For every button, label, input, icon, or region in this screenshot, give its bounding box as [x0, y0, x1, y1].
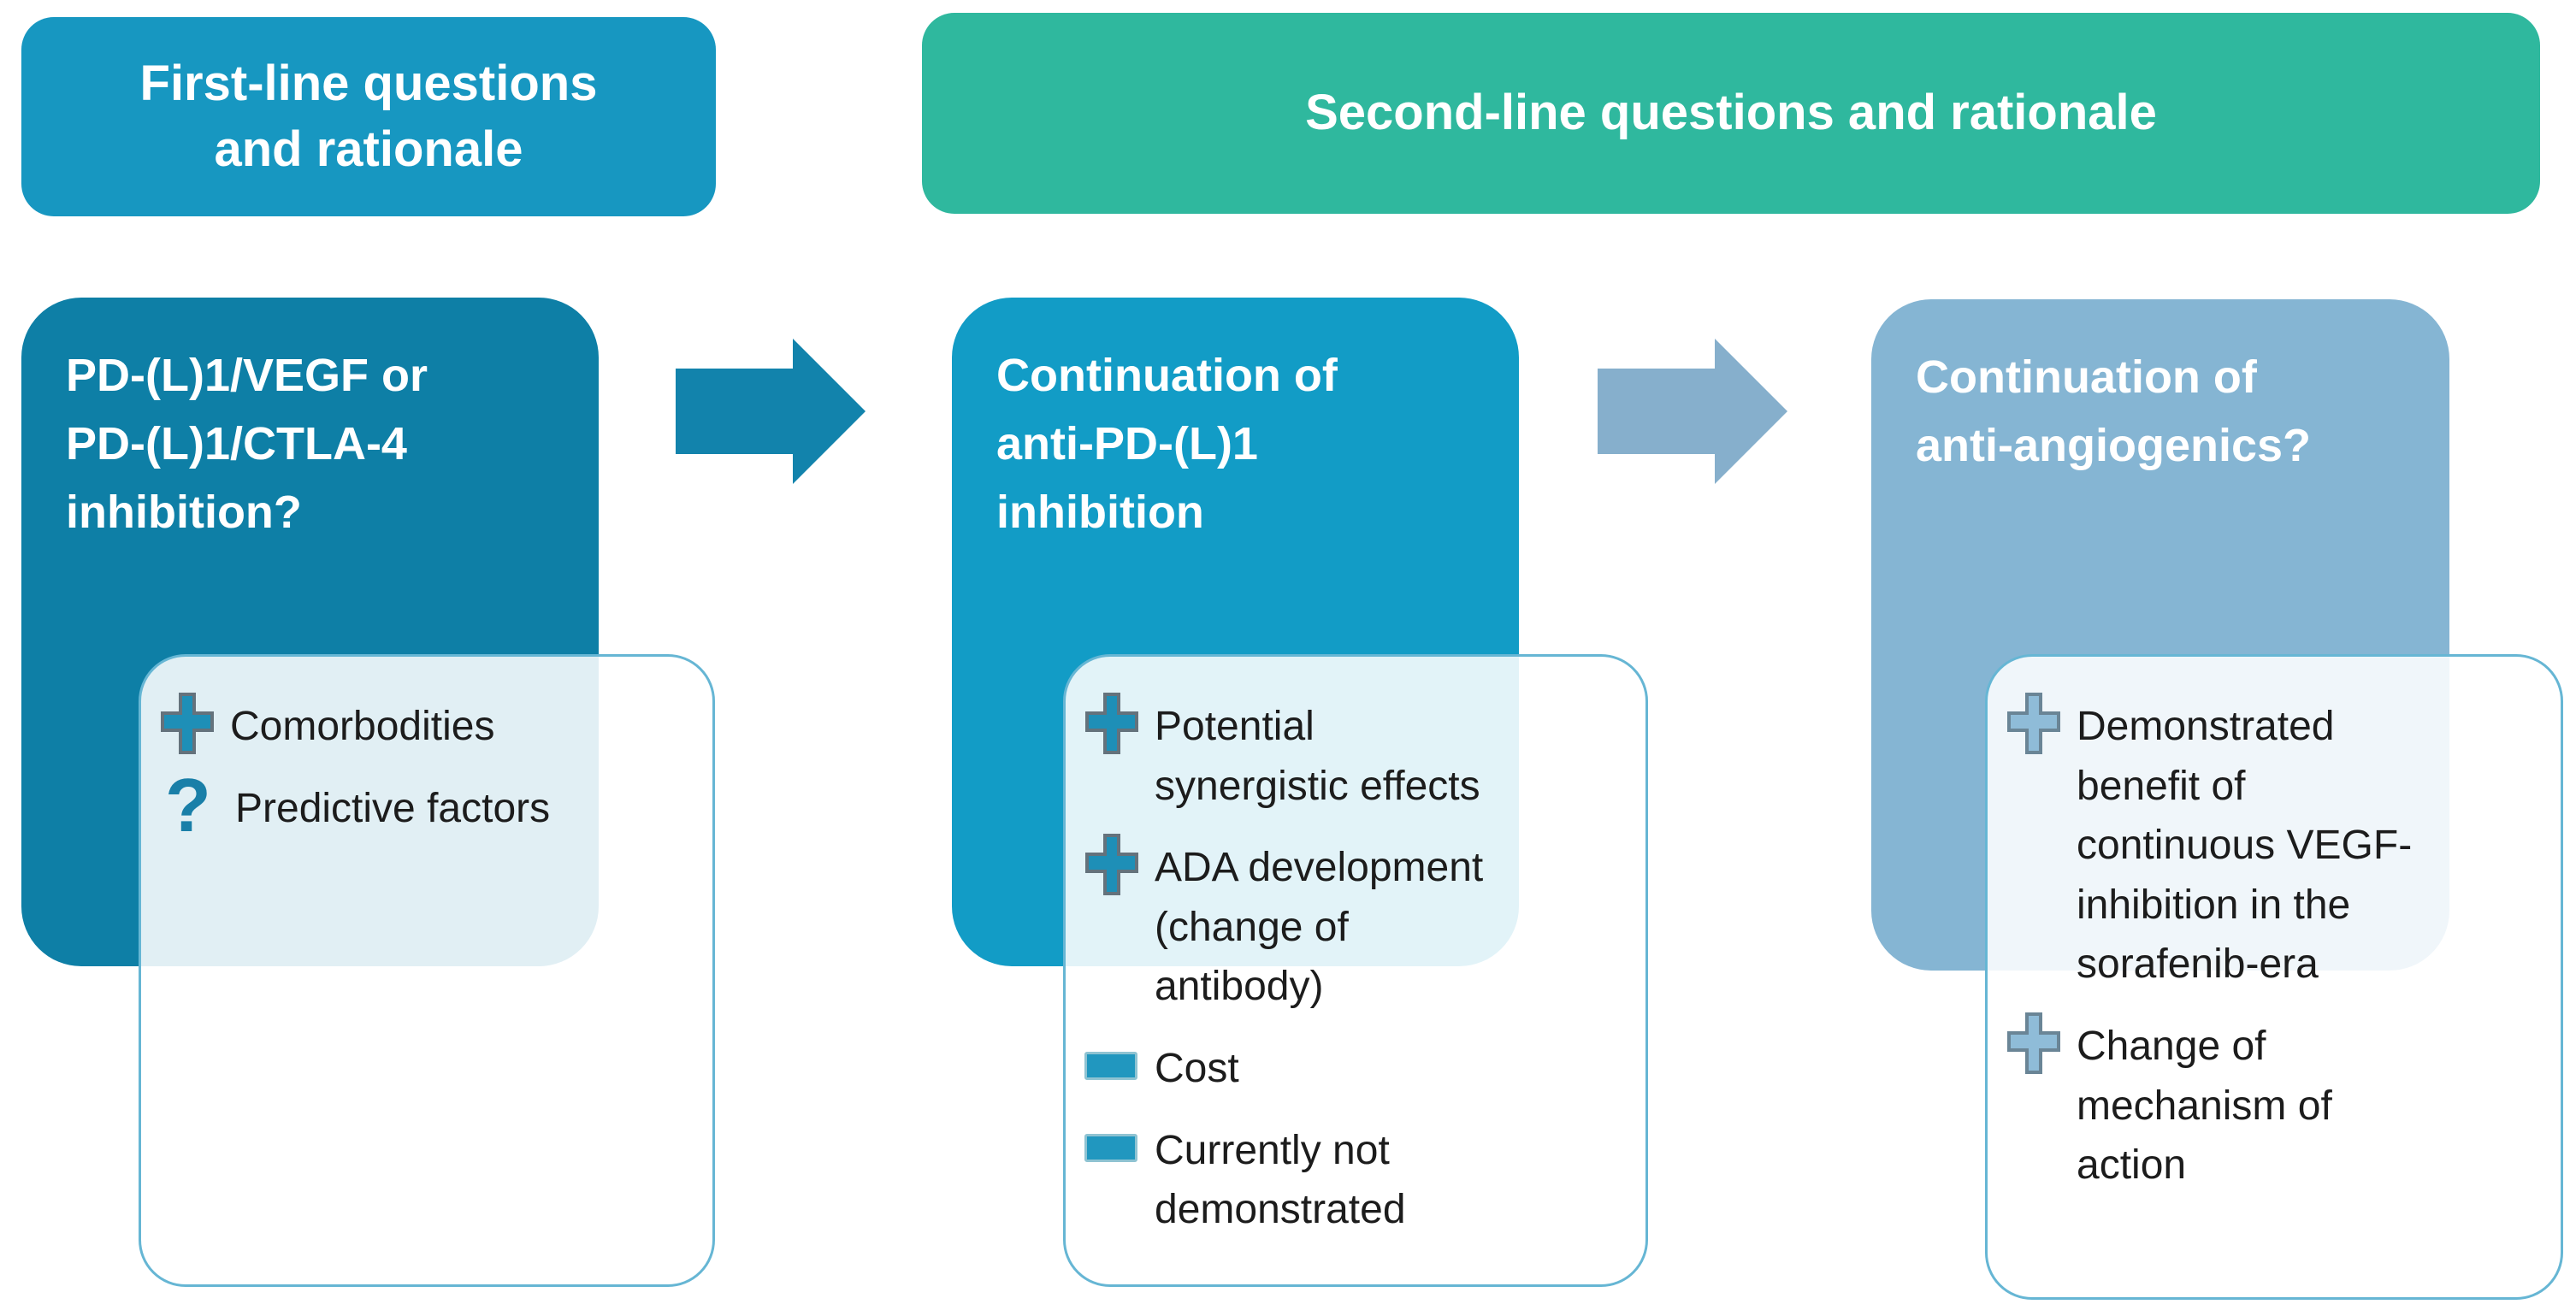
flow-arrow-icon — [1598, 339, 1787, 488]
minus-icon — [1084, 1037, 1155, 1080]
first-line-header: First-line questions and rationale — [21, 17, 716, 216]
list-item: Currently not demonstrated — [1084, 1119, 1622, 1240]
item-text: Comorbodities — [230, 704, 495, 749]
item-text: Demonstrated benefit of continuous VEGF-… — [2077, 704, 2413, 988]
list-item: Cost — [1084, 1037, 1622, 1099]
list-item: ? Predictive factors — [160, 762, 688, 847]
list-item: Comorbodities — [160, 693, 688, 757]
flow-arrow-icon — [676, 339, 866, 488]
minus-icon — [1084, 1119, 1155, 1162]
item-text: Currently not demonstrated — [1155, 1127, 1406, 1233]
item-text: ADA development (change of antibody) — [1155, 845, 1484, 1010]
item-text: Change of mechanism of action — [2077, 1023, 2332, 1189]
list-item: Demonstrated benefit of continuous VEGF-… — [2006, 693, 2537, 994]
list-item: Change of mechanism of action — [2006, 1012, 2537, 1195]
item-text: Predictive factors — [235, 785, 551, 831]
rationale-box-first-line: Comorbodities? Predictive factors — [139, 654, 715, 1287]
plus-icon — [1084, 834, 1155, 896]
plus-icon — [160, 693, 230, 755]
rationale-box-anti-angiogenics: Demonstrated benefit of continuous VEGF-… — [1985, 654, 2563, 1300]
item-text: Potential synergistic effects — [1155, 704, 1480, 809]
plus-icon — [1084, 693, 1155, 755]
list-item: ADA development (change of antibody) — [1084, 834, 1622, 1017]
second-line-header: Second-line questions and rationale — [922, 13, 2540, 214]
question-icon: ? — [165, 762, 211, 847]
list-item: Potential synergistic effects — [1084, 693, 1622, 816]
plus-icon — [2006, 1012, 2077, 1075]
plus-icon — [2006, 693, 2077, 755]
item-text: Cost — [1155, 1045, 1239, 1091]
